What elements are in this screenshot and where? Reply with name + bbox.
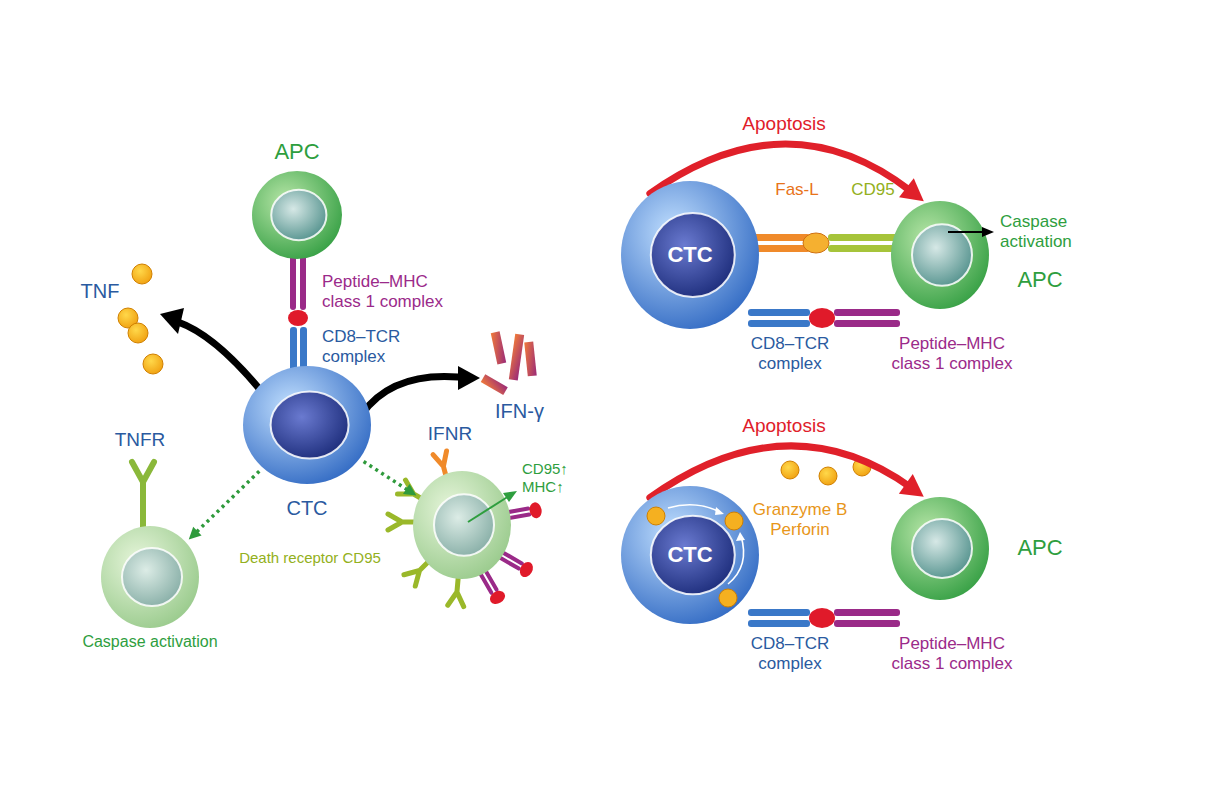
edge-label: Apoptosis — [739, 113, 828, 135]
effect-arrow — [189, 471, 260, 539]
cell-label: IFNR — [428, 423, 472, 445]
caspase-arrow — [948, 227, 994, 237]
arrowhead — [403, 484, 416, 496]
cell-label: TNFR — [115, 429, 166, 451]
cell-node: APC — [890, 200, 990, 310]
effect-arrow — [364, 462, 417, 496]
cell-node: CTC — [242, 365, 372, 485]
cell-label: APC — [1017, 535, 1062, 560]
annotation-label: Death receptor CD95 — [239, 549, 381, 567]
cell-node: APC — [890, 496, 990, 601]
ifnr-cell-receptors — [388, 451, 543, 607]
arrowhead — [899, 474, 924, 497]
fasl-cd95-pair — [748, 233, 900, 253]
annotation-label: Granzyme B Perforin — [748, 500, 853, 540]
arrowhead — [189, 527, 202, 540]
cell-label: CTC — [286, 497, 327, 520]
cell-shape — [251, 170, 343, 260]
cell-shape — [242, 365, 372, 485]
cell-label: Caspase activation — [82, 633, 217, 651]
tnf-molecules — [118, 264, 163, 374]
mhc-tcr-vertical — [288, 252, 308, 373]
cell-shape — [100, 525, 200, 629]
cell-shape — [890, 200, 990, 310]
cell-node: CTC — [620, 485, 760, 625]
cell-label: APC — [1017, 267, 1062, 292]
annotation-label: Fas-L — [775, 180, 818, 200]
annotation-label: Caspase activation — [1000, 212, 1105, 252]
upregulation-arrow — [468, 491, 517, 522]
tcr-mhc-pair — [748, 308, 900, 328]
annotation-label: Peptide–MHC class 1 complex — [890, 634, 1015, 674]
tnfr-receptor — [132, 462, 154, 530]
annotation-label: CD95 — [851, 180, 894, 200]
annotation-label: CD8–TCR complex — [322, 327, 432, 367]
cell-label: APC — [274, 139, 319, 164]
cell-node: APC — [251, 170, 343, 260]
annotation-label: CD8–TCR complex — [735, 334, 845, 374]
annotation-label: Peptide–MHC class 1 complex — [322, 272, 452, 312]
cell-node: IFNR — [412, 470, 512, 580]
ifn-molecules — [481, 331, 537, 395]
cell-label: CTC — [667, 542, 712, 567]
annotation-label: CD8–TCR complex — [735, 634, 845, 674]
arrowhead — [899, 178, 924, 201]
tcr-mhc-pair — [748, 608, 900, 628]
annotation-label: CD95↑ MHC↑ — [522, 460, 584, 495]
granzyme-granules-inside — [647, 507, 743, 607]
cell-shape — [890, 496, 990, 601]
annotation-label: Peptide–MHC class 1 complex — [890, 334, 1015, 374]
cell-shape — [412, 470, 512, 580]
edge-label: Apoptosis — [739, 415, 828, 437]
dotted-line — [364, 462, 408, 491]
granule-transport-arrows — [668, 505, 745, 584]
annotation-label: IFN-γ — [495, 400, 544, 424]
dotted-line — [196, 471, 259, 532]
annotation-label: TNF — [81, 280, 120, 304]
cell-label: CTC — [667, 242, 712, 267]
cell-node: TNFRCaspase activation — [100, 525, 200, 629]
cell-node: CTC — [620, 180, 760, 330]
